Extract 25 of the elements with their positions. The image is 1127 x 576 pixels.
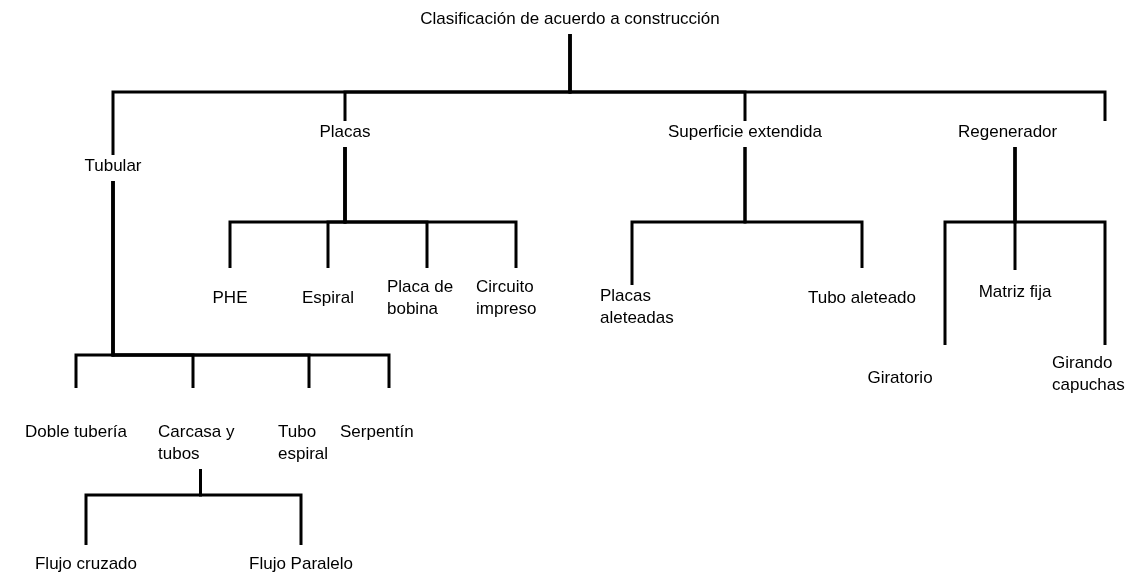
node-label: Regenerador	[958, 121, 1110, 143]
node-label: Flujo Paralelo	[236, 545, 366, 575]
node-label: Clasificación de acuerdo a construcción	[360, 8, 780, 30]
node-label: Circuito impreso	[476, 268, 556, 320]
tree-connector	[111, 181, 391, 388]
node-label: Flujo cruzado	[21, 545, 151, 575]
node-label: Matriz fija	[960, 270, 1070, 303]
node-label: Giratorio	[850, 345, 950, 389]
node-label: Espiral	[288, 268, 368, 309]
node-label: Tubo espiral	[278, 388, 338, 465]
node-label: Girando capuchas	[1052, 345, 1127, 396]
node-label: Placas	[305, 121, 385, 143]
node-label: Tubo aleteado	[792, 268, 932, 309]
node-label: Carcasa y tubos	[158, 388, 243, 465]
tree-connector	[743, 147, 864, 268]
node-label: Placas aleteadas	[600, 285, 690, 329]
node-label: Doble tubería	[6, 388, 146, 443]
node-label: Superficie extendida	[645, 121, 845, 143]
node-label: Serpentín	[340, 388, 440, 443]
tree-connector	[1013, 147, 1107, 345]
tree-connector	[568, 34, 1107, 121]
tree-connector	[343, 147, 518, 268]
node-label: Placa de bobina	[387, 268, 467, 320]
node-label: PHE	[200, 268, 260, 309]
node-label: Tubular	[68, 155, 158, 177]
